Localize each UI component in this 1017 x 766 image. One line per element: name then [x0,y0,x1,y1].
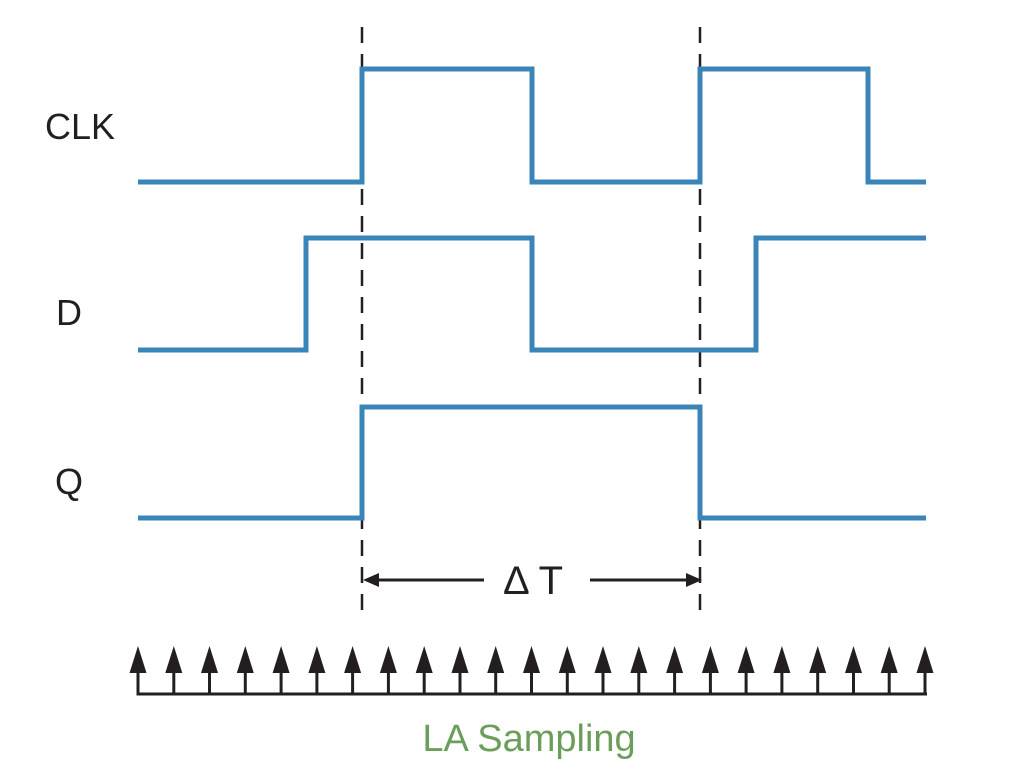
d-label: D [56,292,82,333]
delta-t-dimension: Δ T [363,559,702,603]
signal-d: D [56,235,926,353]
clk-label: CLK [45,106,115,147]
q-waveform [138,404,926,521]
la-sampling-row: LA Sampling [129,646,934,760]
sampling-arrowhead-icons [129,646,934,673]
delta-left-arrowhead-icon [363,573,379,587]
delta-right-arrowhead-icon [686,573,702,587]
clk-waveform [138,66,926,185]
signal-q: Q [55,404,926,521]
q-label: Q [55,461,83,502]
signal-clk: CLK [45,66,926,185]
delta-t-label: Δ T [503,559,563,603]
la-sampling-label: LA Sampling [422,718,635,760]
d-waveform [138,235,926,353]
sampling-arrow-stems [136,671,927,696]
